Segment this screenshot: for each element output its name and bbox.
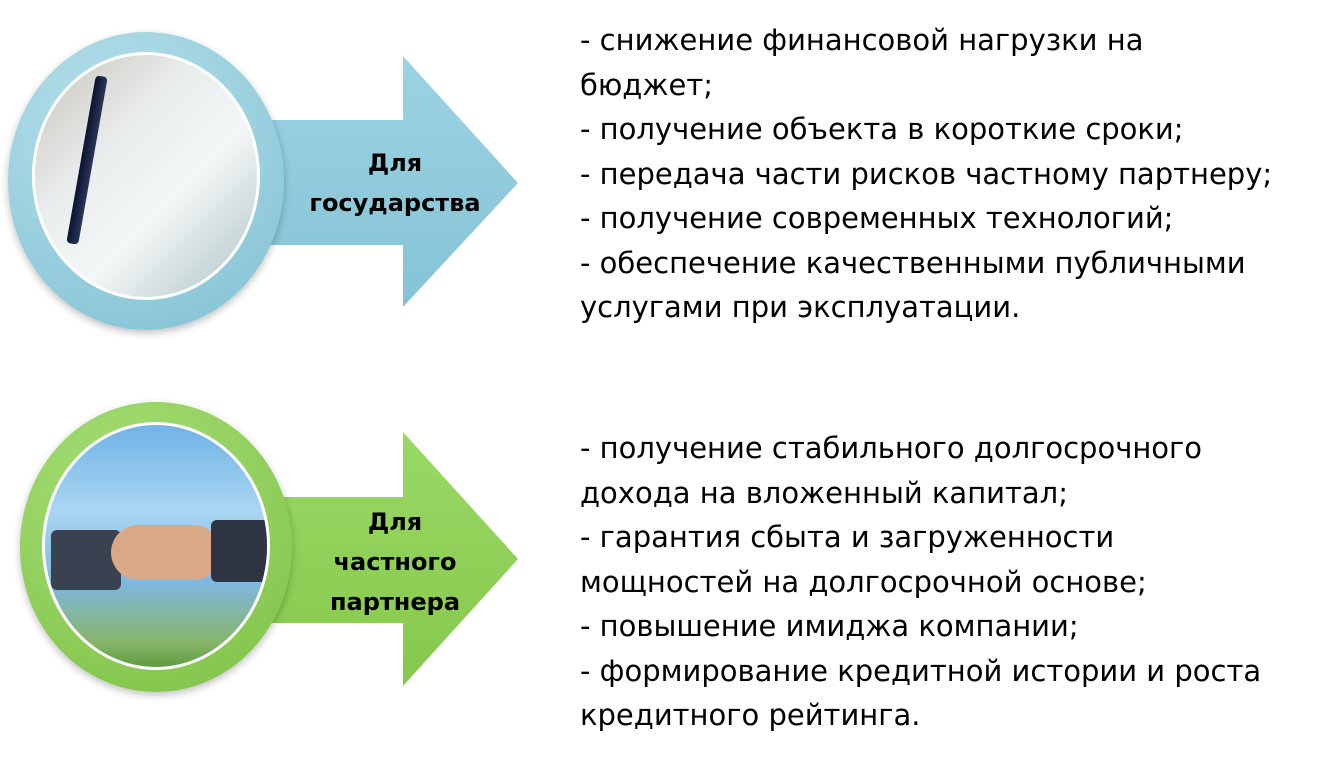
list-item: - повышение имиджа компании; (580, 609, 1079, 643)
partner-section: Для частного партнера - получение стабил… (0, 380, 1321, 763)
state-benefits-list: - снижение финансовой нагрузки на бюджет… (580, 18, 1310, 330)
state-section: Для государства - снижение финансовой на… (0, 0, 1321, 380)
label-line: партнера (329, 588, 461, 616)
list-item: - получение современных технологий; (580, 201, 1174, 235)
label-line: Для (367, 508, 423, 536)
list-item: - обеспечение качественными публичными у… (580, 245, 1246, 325)
handshake-photo (42, 422, 270, 670)
label-line: Для (367, 149, 423, 177)
pen-icon (66, 75, 108, 245)
partner-benefits-list: - получение стабильного долгосрочного до… (580, 426, 1310, 738)
list-item: - снижение финансовой нагрузки на бюджет… (580, 23, 1144, 102)
list-item: - гарантия сбыта и загруженности мощност… (580, 520, 1147, 599)
state-label: Для государства (300, 143, 490, 223)
list-item: - передача части рисков частному партнер… (580, 156, 1273, 191)
arrow-right-icon (260, 56, 518, 307)
arrow-right-icon (260, 432, 518, 686)
label-line: государства (309, 189, 481, 217)
pen-writing-photo (32, 52, 260, 300)
partner-label: Для частного партнера (300, 502, 490, 622)
list-item: - формирование кредитной истории и роста… (580, 653, 1262, 733)
list-item: - получение стабильного долгосрочного до… (580, 431, 1203, 510)
label-line: частного (333, 548, 457, 576)
list-item: - получение объекта в короткие сроки; (580, 112, 1184, 146)
handshake-icon (51, 520, 267, 590)
